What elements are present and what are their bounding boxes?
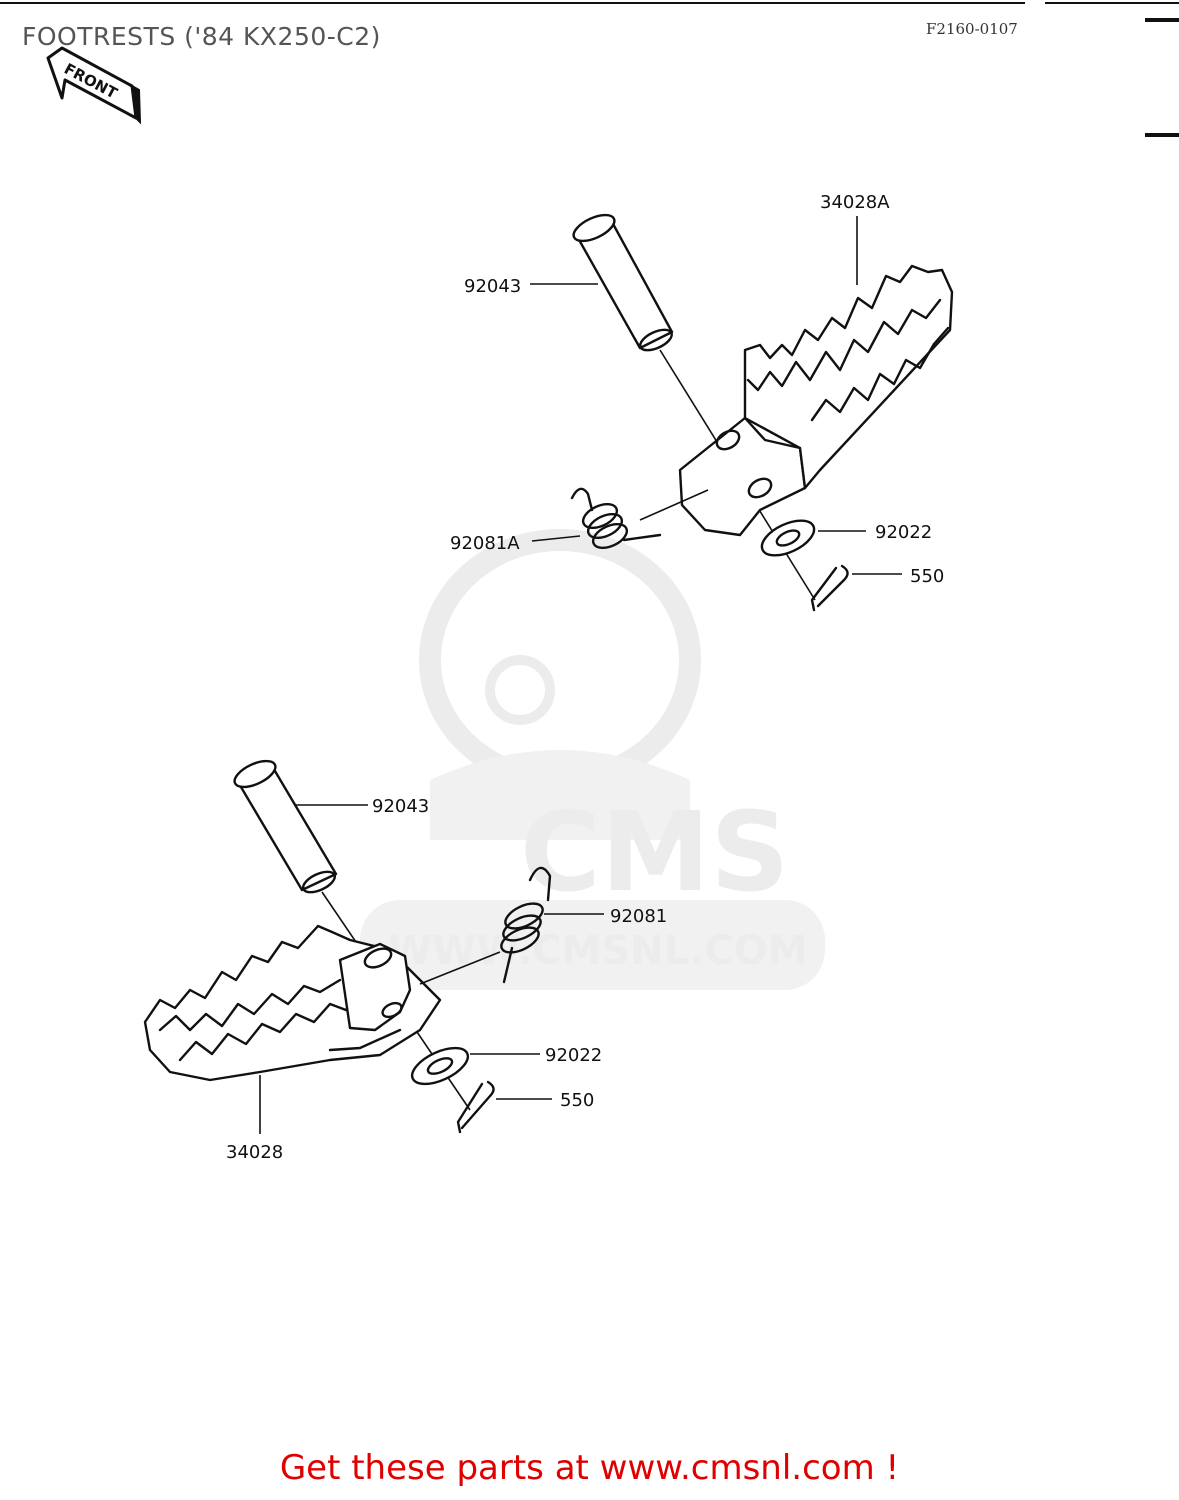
- lower-footrest-icon: [143, 924, 442, 1082]
- callout-upper-pin: 92043: [464, 276, 521, 297]
- watermark-brand: CMS: [520, 788, 789, 916]
- upper-cotter-pin-icon: [810, 564, 849, 612]
- front-arrow-icon: FRONT: [46, 46, 142, 125]
- callout-lower-pin: 92043: [372, 796, 429, 817]
- callout-lower-cotter-pin: 550: [560, 1090, 594, 1111]
- upper-spring-icon: [570, 487, 709, 550]
- lower-cotter-pin-icon: [456, 1080, 495, 1134]
- watermark-url: WWW.CMSNL.COM: [388, 928, 808, 974]
- callout-upper-spring: 92081A: [450, 533, 520, 554]
- figure-code: F2160-0107: [926, 20, 1018, 38]
- lower-spring-icon: [419, 866, 552, 985]
- watermark: CMS WWW.CMSNL.COM: [360, 529, 825, 990]
- footer-shop-link[interactable]: Get these parts at www.cmsnl.com !: [279, 1448, 900, 1488]
- upper-washer-icon: [760, 519, 816, 557]
- callout-lower-washer: 92022: [545, 1045, 602, 1066]
- callout-upper-footrest: 34028A: [820, 192, 890, 213]
- upper-footrest-icon: [678, 264, 954, 537]
- callout-lower-spring: 92081: [610, 906, 667, 927]
- lower-pin-icon: [233, 759, 338, 894]
- upper-assembly: 92043 34028A 92081A 92022 550: [450, 192, 954, 612]
- lower-assembly: 92043 92081 92022 550 34028: [143, 759, 667, 1163]
- callout-upper-washer: 92022: [875, 522, 932, 543]
- upper-pin-icon: [572, 213, 674, 352]
- lower-washer-icon: [410, 1046, 470, 1086]
- callout-lower-footrest: 34028: [226, 1142, 283, 1163]
- page-title: FOOTRESTS ('84 KX250-C2): [22, 22, 381, 51]
- callout-upper-cotter-pin: 550: [910, 566, 944, 587]
- watermark-mascot-icon: [419, 529, 701, 791]
- page-border-marks: [0, 2, 1179, 137]
